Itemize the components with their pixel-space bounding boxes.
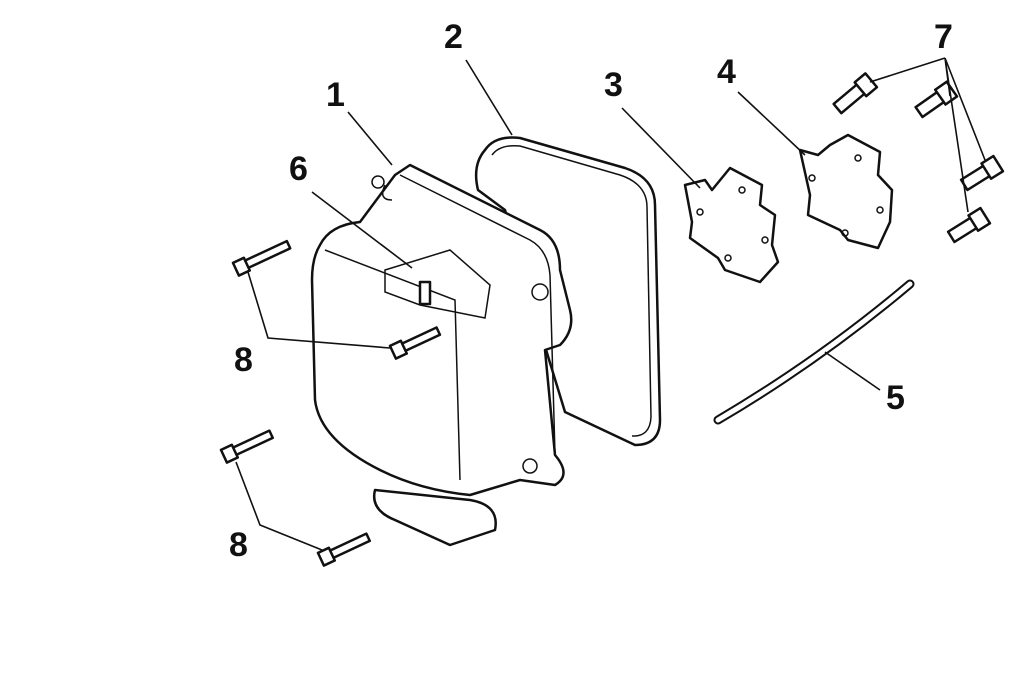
callout-8-lower: 8 bbox=[229, 526, 248, 564]
callout-5: 5 bbox=[886, 379, 905, 417]
leader-lines bbox=[235, 57, 986, 551]
part-3-holes bbox=[696, 186, 769, 262]
part-4-plate bbox=[798, 133, 894, 250]
part-7-bolts bbox=[832, 72, 1005, 244]
part-8-bolts bbox=[219, 239, 442, 567]
part-2-gasket bbox=[474, 136, 662, 447]
callout-6: 6 bbox=[289, 150, 308, 188]
callout-8-upper: 8 bbox=[234, 341, 253, 379]
part-1-cylinder-head-cover bbox=[310, 163, 573, 547]
callout-7: 7 bbox=[934, 18, 953, 56]
callout-4: 4 bbox=[717, 53, 736, 91]
part-3-plate bbox=[683, 166, 780, 284]
callout-1: 1 bbox=[326, 76, 345, 114]
part-4-holes bbox=[808, 154, 884, 237]
callout-2: 2 bbox=[444, 18, 463, 56]
part-5-tube bbox=[713, 279, 915, 425]
callout-3: 3 bbox=[604, 66, 623, 104]
